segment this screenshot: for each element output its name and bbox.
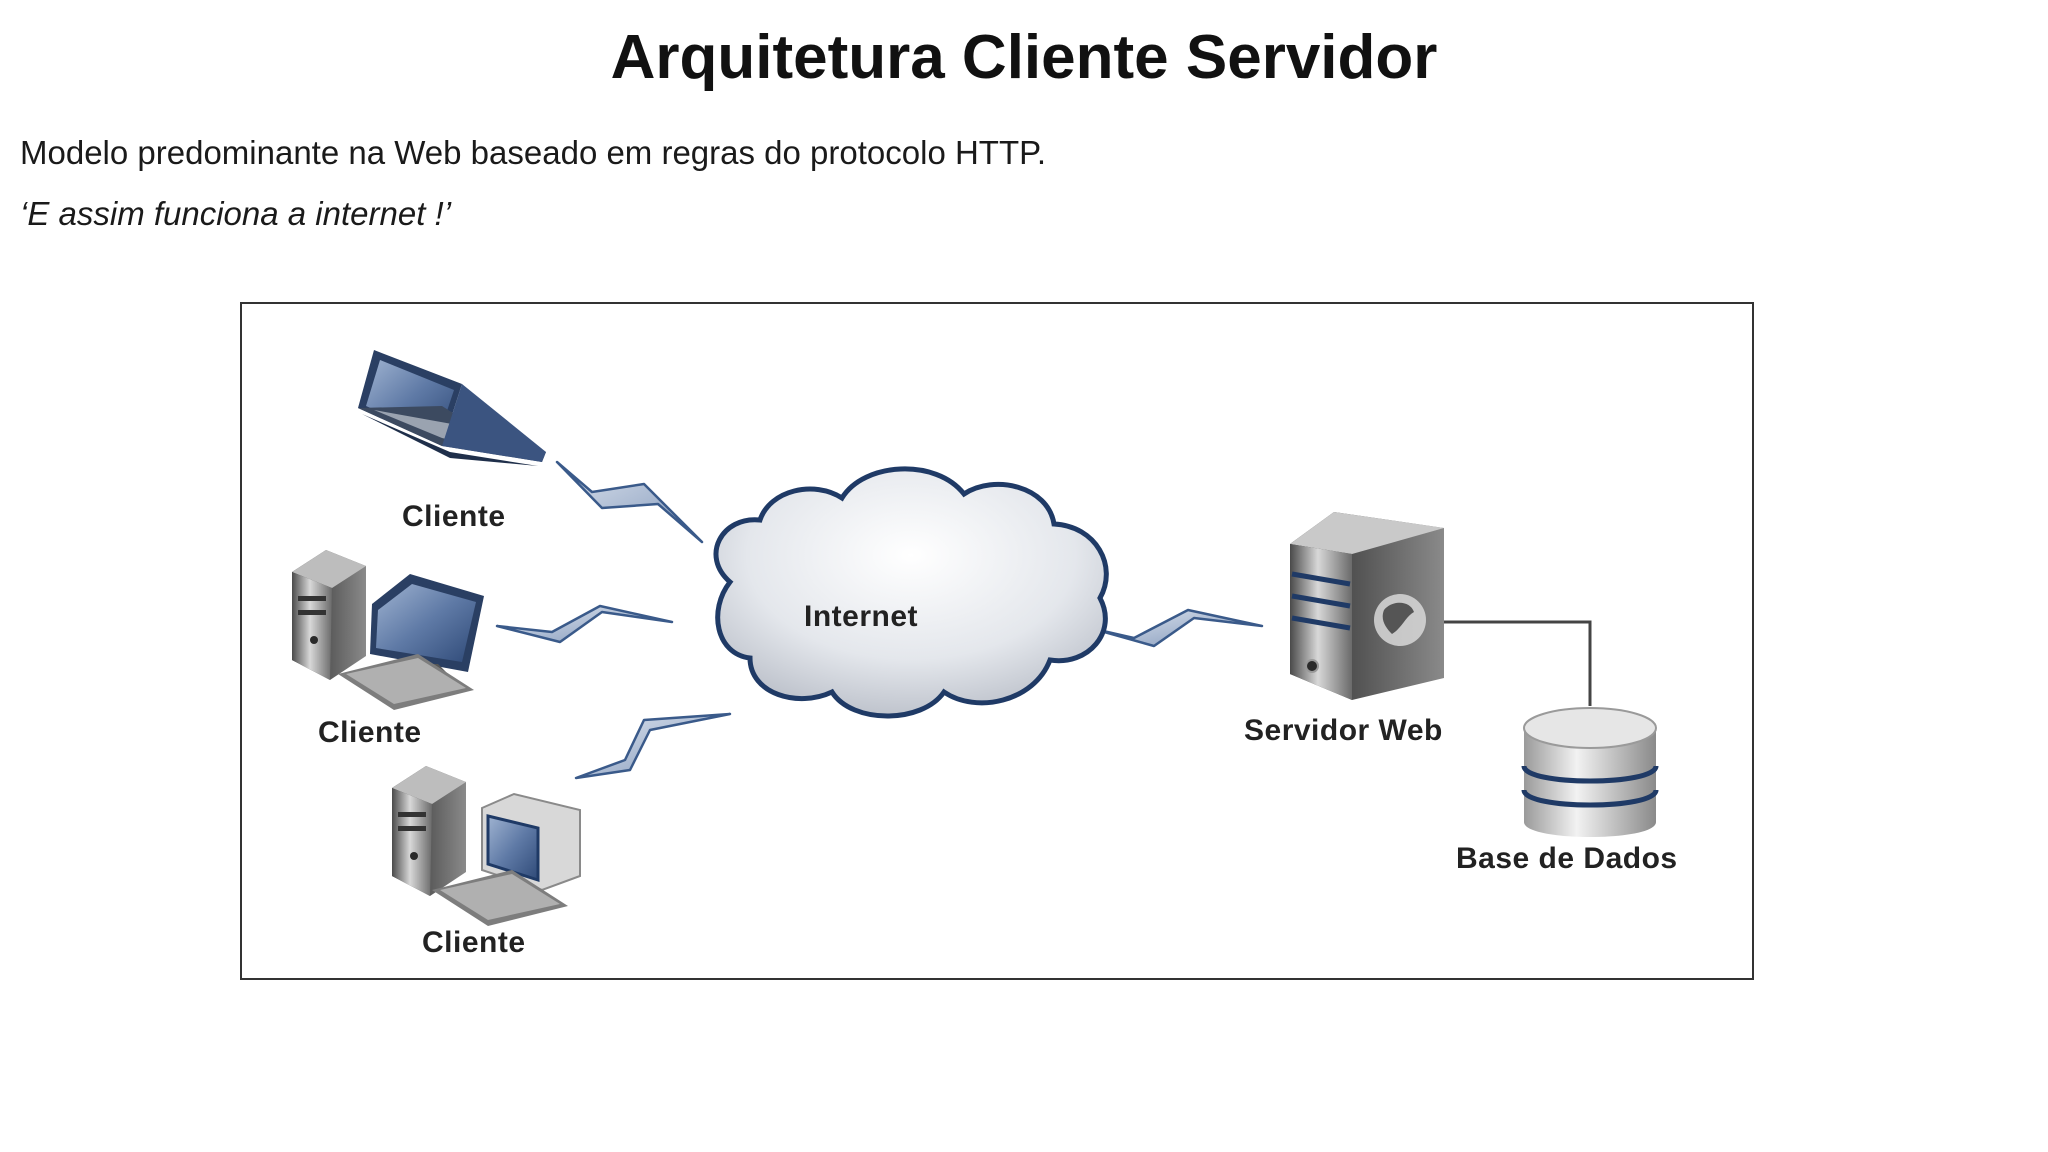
client-label-desktop-2: Cliente bbox=[422, 926, 526, 959]
server-label: Servidor Web bbox=[1244, 714, 1443, 747]
subtitle-text: Modelo predominante na Web baseado em re… bbox=[20, 134, 1047, 171]
connection-bolt-server bbox=[1088, 608, 1264, 648]
architecture-diagram: Cliente Cliente bbox=[240, 302, 1754, 980]
internet-label: Internet bbox=[804, 600, 918, 633]
cloud-icon bbox=[713, 466, 1109, 719]
database-label: Base de Dados bbox=[1456, 842, 1678, 875]
page-title: Arquitetura Cliente Servidor bbox=[610, 23, 1438, 92]
laptop-icon bbox=[358, 350, 546, 466]
connection-bolt-laptop bbox=[555, 460, 704, 544]
desktop-computer-icon bbox=[292, 550, 484, 710]
desktop-computer-icon bbox=[392, 766, 581, 926]
database-icon bbox=[1521, 707, 1659, 837]
diagram-canvas: Cliente Cliente bbox=[292, 350, 1678, 959]
server-icon bbox=[1290, 512, 1444, 700]
connection-line-database bbox=[1444, 620, 1592, 706]
client-label-desktop-1: Cliente bbox=[318, 716, 422, 749]
connection-bolt-desktop-2 bbox=[574, 712, 732, 780]
connection-bolt-desktop-1 bbox=[495, 604, 674, 644]
quote-text: ‘E assim funciona a internet !’ bbox=[20, 195, 452, 232]
client-label-laptop: Cliente bbox=[402, 500, 506, 533]
